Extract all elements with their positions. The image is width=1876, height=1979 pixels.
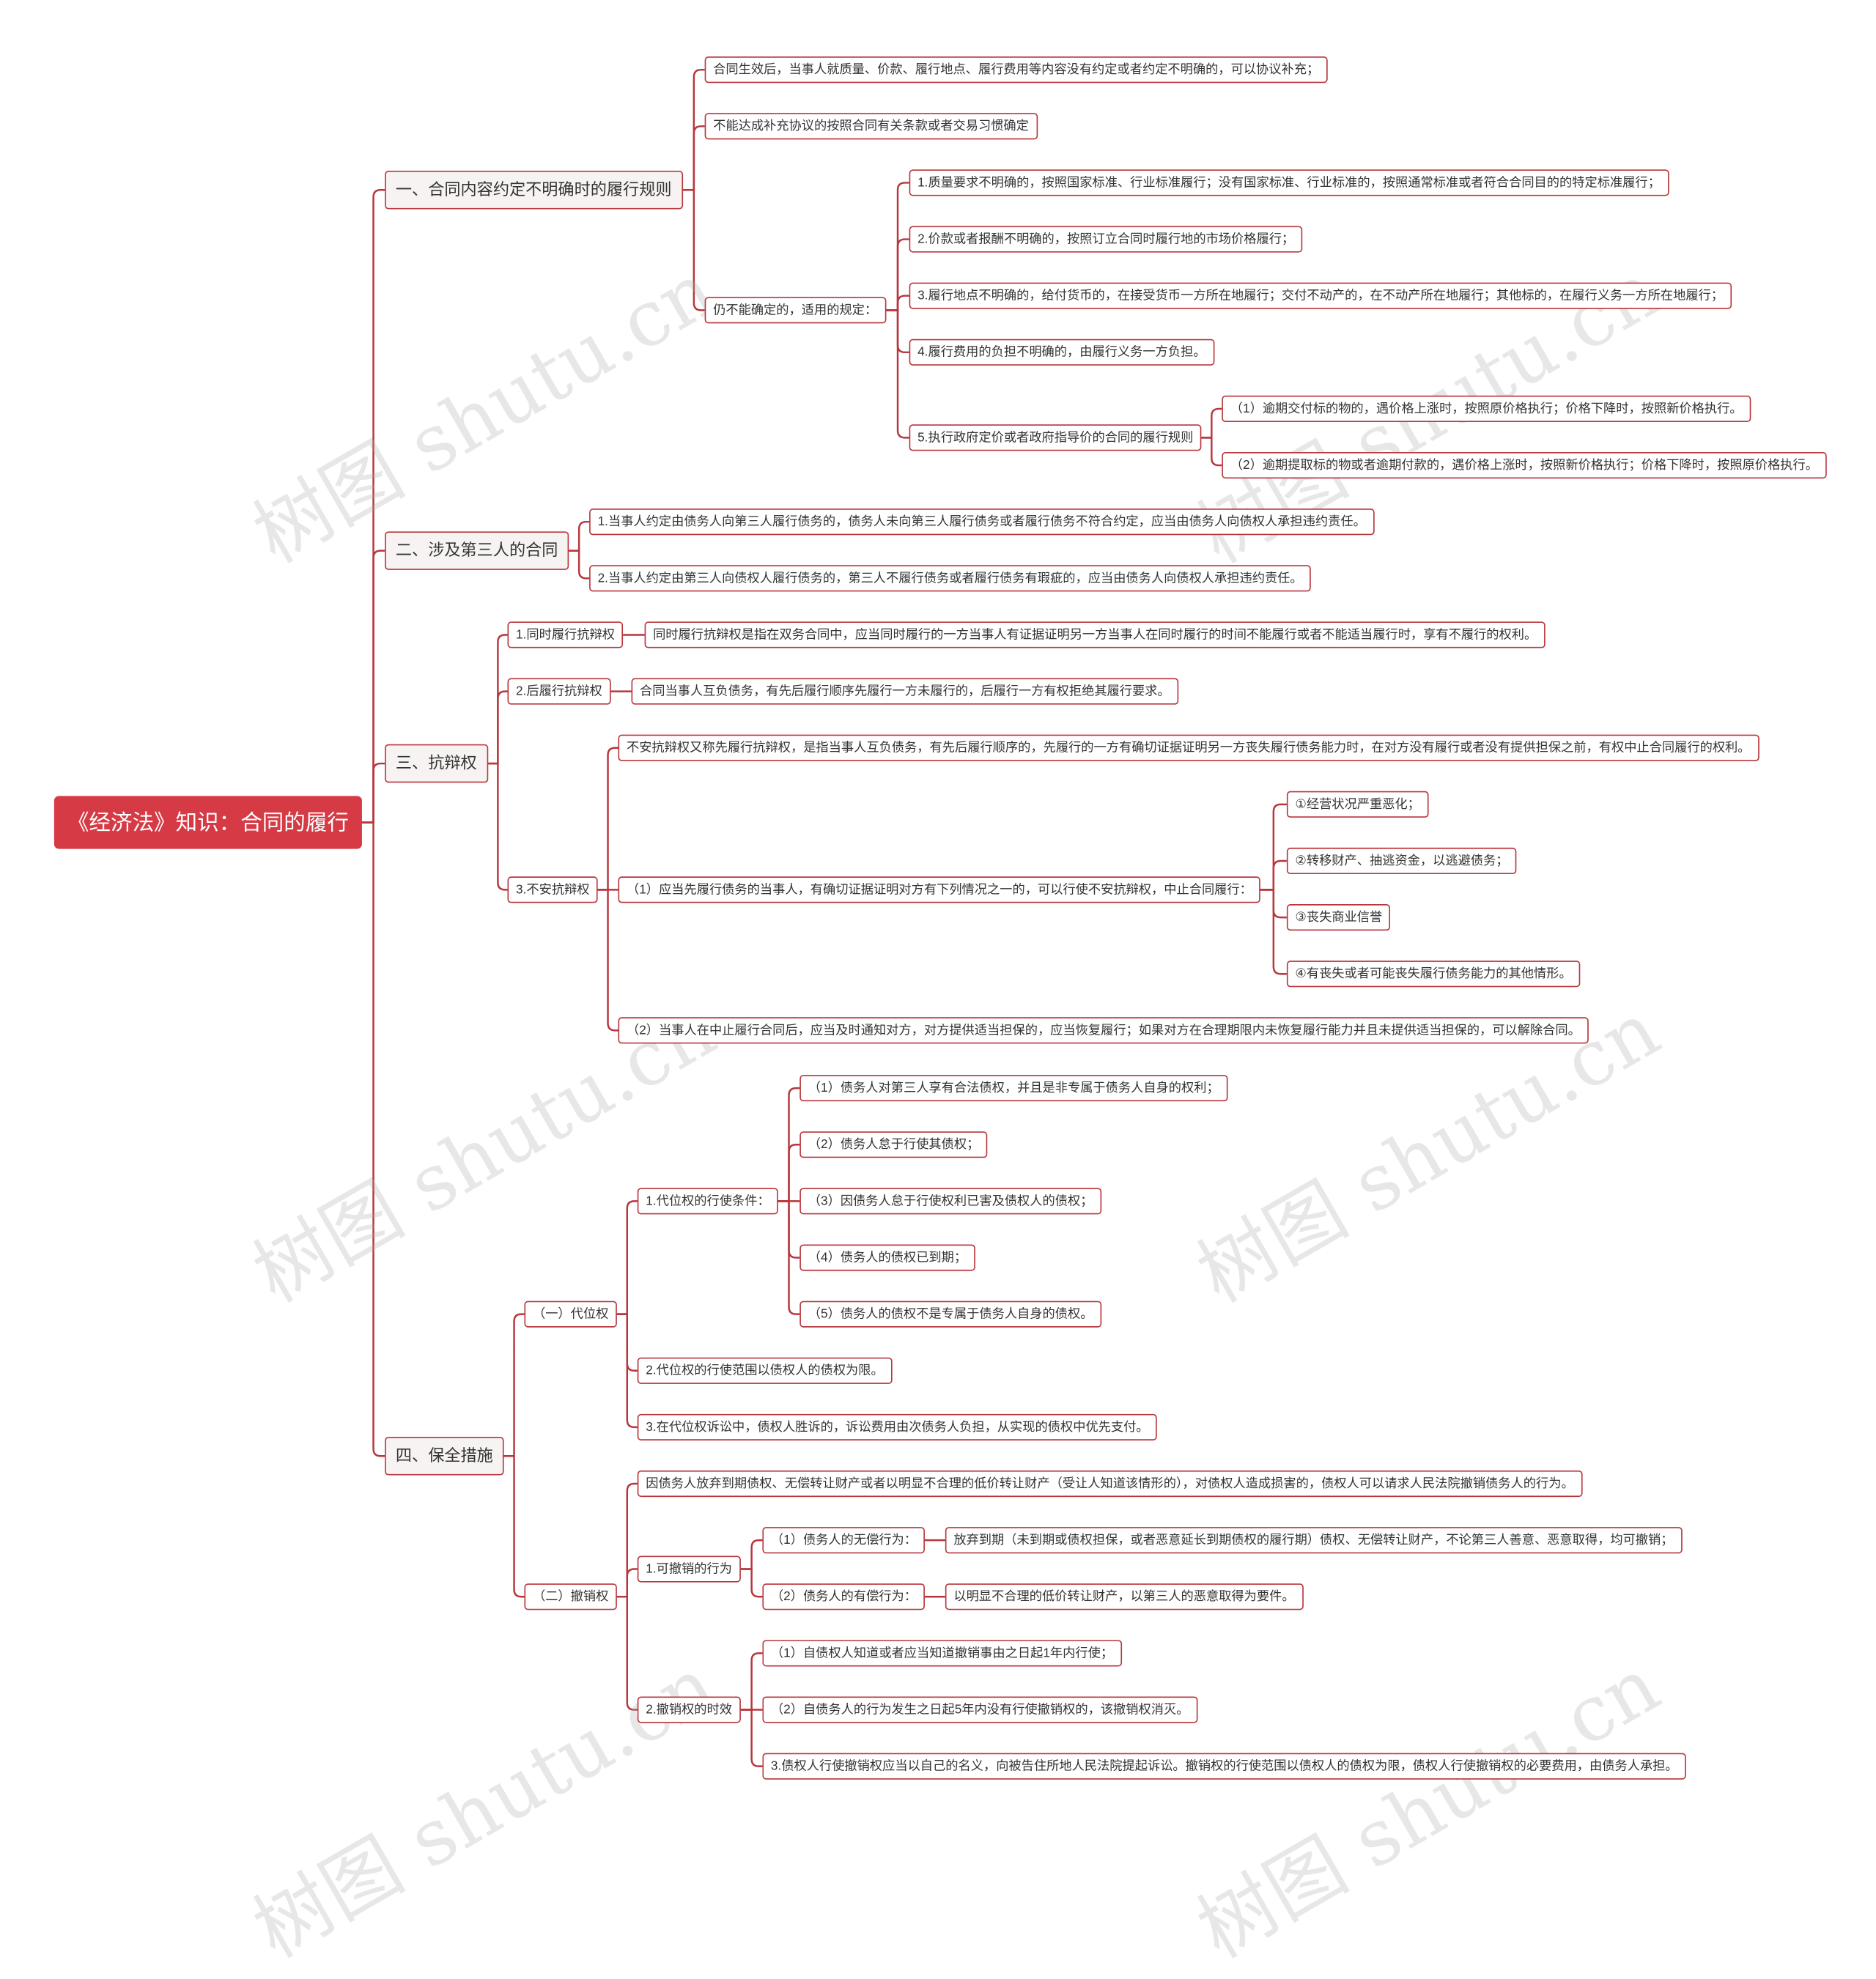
connector-line [778, 1200, 800, 1315]
topic-node[interactable]: 3.不安抗辩权 [507, 876, 599, 903]
topic-node[interactable]: ①经营状况严重恶化； [1286, 791, 1429, 818]
topic-performance-rules[interactable]: 一、合同内容约定不明确时的履行规则 [385, 171, 683, 210]
topic-node[interactable]: 因债务人放弃到期债权、无偿转让财产或者以明显不合理的低价转让财产（受让人知道该情… [637, 1470, 1583, 1498]
topic-node[interactable]: （1）应当先履行债务的当事人，有确切证据证明对方有下列情况之一的，可以行使不安抗… [618, 876, 1261, 903]
topic-node[interactable]: 1.质量要求不明确的，按照国家标准、行业标准履行；没有国家标准、行业标准的，按照… [909, 169, 1669, 196]
topic-node[interactable]: 3.履行地点不明确的，给付货币的，在接受货币一方所在地履行；交付不动产的，在不动… [909, 282, 1732, 309]
connector-line [778, 1087, 800, 1202]
topic-node[interactable]: （1）债务人对第三人享有合法债权，并且是非专属于债务人自身的权利； [799, 1075, 1228, 1102]
topic-node[interactable]: 仍不能确定的，适用的规定： [704, 297, 886, 324]
topic-node[interactable]: 合同生效后，当事人就质量、价款、履行地点、履行费用等内容没有约定或者约定不明确的… [704, 56, 1328, 84]
connector-line [361, 189, 385, 824]
connector-lines [361, 68, 1287, 1767]
connector-line [597, 747, 618, 891]
topic-node[interactable]: 2.撤销权的时效 [637, 1696, 741, 1723]
root-topic[interactable]: 《经济法》知识：合同的履行 [53, 796, 362, 849]
topic-node[interactable]: 3.债权人行使撤销权应当以自己的名义，向被告住所地人民法院提起诉讼。撤销权的行使… [762, 1753, 1687, 1780]
topic-node[interactable]: 4.履行费用的负担不明确的，由履行义务一方负担。 [909, 339, 1215, 366]
topic-node[interactable]: 放弃到期（未到期或债权担保，或者恶意延长到期债权的履行期）债权、无偿转让财产，不… [945, 1527, 1682, 1554]
topic-node[interactable]: 1.可撤销的行为 [637, 1556, 741, 1583]
connector-line [569, 550, 590, 580]
topic-node[interactable]: 3.在代位权诉讼中，债权人胜诉的，诉讼费用由次债务人负担，从实现的债权中优先支付… [637, 1413, 1158, 1440]
topic-node[interactable]: 2.价款或者报酬不明确的，按照订立合同时履行地的市场价格履行； [909, 226, 1303, 253]
topic-node[interactable]: 合同当事人互负债务，有先后履行顺序先履行一方未履行的，后履行一方有权拒绝其履行要… [631, 678, 1179, 705]
connector-line [616, 1200, 638, 1315]
connector-line [740, 1539, 763, 1570]
connector-line [616, 1482, 638, 1598]
connector-line [740, 1652, 763, 1711]
connector-line [488, 634, 508, 765]
connector-line [597, 889, 618, 1032]
connector-line [1260, 859, 1287, 891]
connector-line [886, 182, 909, 311]
connector-line [616, 1596, 638, 1711]
connector-line [488, 690, 508, 765]
connector-line [740, 1709, 763, 1767]
connector-line [886, 238, 909, 311]
topic-node[interactable]: （一）代位权 [524, 1301, 617, 1328]
topic-node[interactable]: ②转移财产、抽逃资金，以逃避债务； [1286, 847, 1518, 875]
topic-node[interactable]: （二）撤销权 [524, 1583, 617, 1610]
connector-line [683, 68, 705, 191]
connector-line [683, 189, 705, 311]
topic-node[interactable]: （1）逾期交付标的物的，遇价格上涨时，按照原价格执行；价格下降时，按照新价格执行… [1222, 395, 1751, 423]
topic-third-party-contract[interactable]: 二、涉及第三人的合同 [385, 531, 569, 570]
topic-node[interactable]: ③丧失商业信誉 [1286, 904, 1391, 931]
topic-node[interactable]: 1.同时履行抗辩权 [507, 621, 624, 648]
connector-line [683, 125, 705, 191]
connector-line [616, 1313, 638, 1429]
topic-node[interactable]: 1.代位权的行使条件： [637, 1188, 779, 1215]
topic-node[interactable]: 不能达成补充协议的按照合同有关条款或者交易习惯确定 [704, 113, 1038, 140]
connector-line [361, 550, 385, 824]
topic-node[interactable]: 2.代位权的行使范围以债权人的债权为限。 [637, 1357, 893, 1384]
topic-node[interactable]: 1.当事人约定由债务人向第三人履行债务的，债务人未向第三人履行债务或者履行债务不… [589, 508, 1375, 536]
topic-node[interactable]: 以明显不合理的低价转让财产，以第三人的恶意取得为要件。 [945, 1583, 1304, 1610]
topic-node[interactable]: （2）自债务人的行为发生之日起5年内没有行使撤销权的，该撤销权消灭。 [762, 1696, 1197, 1723]
topic-defense-rights[interactable]: 三、抗辩权 [385, 744, 488, 783]
connector-line [1201, 407, 1222, 439]
topic-node[interactable]: （3）因债务人怠于行使权利已害及债权人的债权； [799, 1188, 1101, 1215]
connector-line [616, 1568, 638, 1598]
topic-node[interactable]: （2）债务人怠于行使其债权； [799, 1131, 988, 1158]
connector-line [778, 1144, 800, 1202]
topic-node[interactable]: 2.当事人约定由第三人向债权人履行债务的，第三人不履行债务或者履行债务有瑕疵的，… [589, 565, 1312, 592]
connector-line [1260, 889, 1287, 975]
topic-node[interactable]: 同时履行抗辩权是指在双务合同中，应当同时履行的一方当事人有证据证明另一方当事人在… [644, 621, 1546, 648]
topic-node[interactable]: （4）债务人的债权已到期； [799, 1244, 975, 1271]
connector-line [1260, 803, 1287, 891]
topic-node[interactable]: ④有丧失或者可能丧失履行债务能力的其他情形。 [1286, 961, 1581, 988]
connector-line [740, 1568, 763, 1598]
mind-map: 树图 shutu.cn 树图 shutu.cn 树图 shutu.cn 树图 s… [53, 56, 1827, 1976]
connector-line [886, 309, 909, 439]
connector-line [361, 821, 385, 1457]
topic-preservation-measures[interactable]: 四、保全措施 [385, 1437, 504, 1476]
connector-line [569, 520, 590, 552]
topic-node[interactable]: （2）当事人在中止履行合同后，应当及时通知对方，对方提供适当担保的，应当恢复履行… [618, 1017, 1589, 1044]
connector-line [503, 1313, 525, 1457]
topic-node[interactable]: 2.后履行抗辩权 [507, 678, 611, 705]
topic-node[interactable]: （1）债务人的无偿行为： [762, 1527, 926, 1554]
connector-line [1201, 437, 1222, 467]
topic-node[interactable]: （1）自债权人知道或者应当知道撤销事由之日起1年内行使； [762, 1640, 1122, 1667]
connector-line [886, 295, 909, 311]
connector-line [503, 1455, 525, 1598]
topic-node[interactable]: （5）债务人的债权不是专属于债务人自身的债权。 [799, 1301, 1101, 1328]
topic-node[interactable]: （2）债务人的有偿行为： [762, 1583, 926, 1610]
topic-node[interactable]: （2）逾期提取标的物或者逾期付款的，遇价格上涨时，按照新价格执行；价格下降时，按… [1222, 452, 1827, 479]
connector-line [361, 762, 385, 824]
topic-node[interactable]: 不安抗辩权又称先履行抗辩权，是指当事人互负债务，有先后履行顺序的，先履行的一方有… [618, 734, 1759, 761]
connector-line [488, 762, 508, 891]
topic-node[interactable]: 5.执行政府定价或者政府指导价的合同的履行规则 [909, 424, 1202, 451]
